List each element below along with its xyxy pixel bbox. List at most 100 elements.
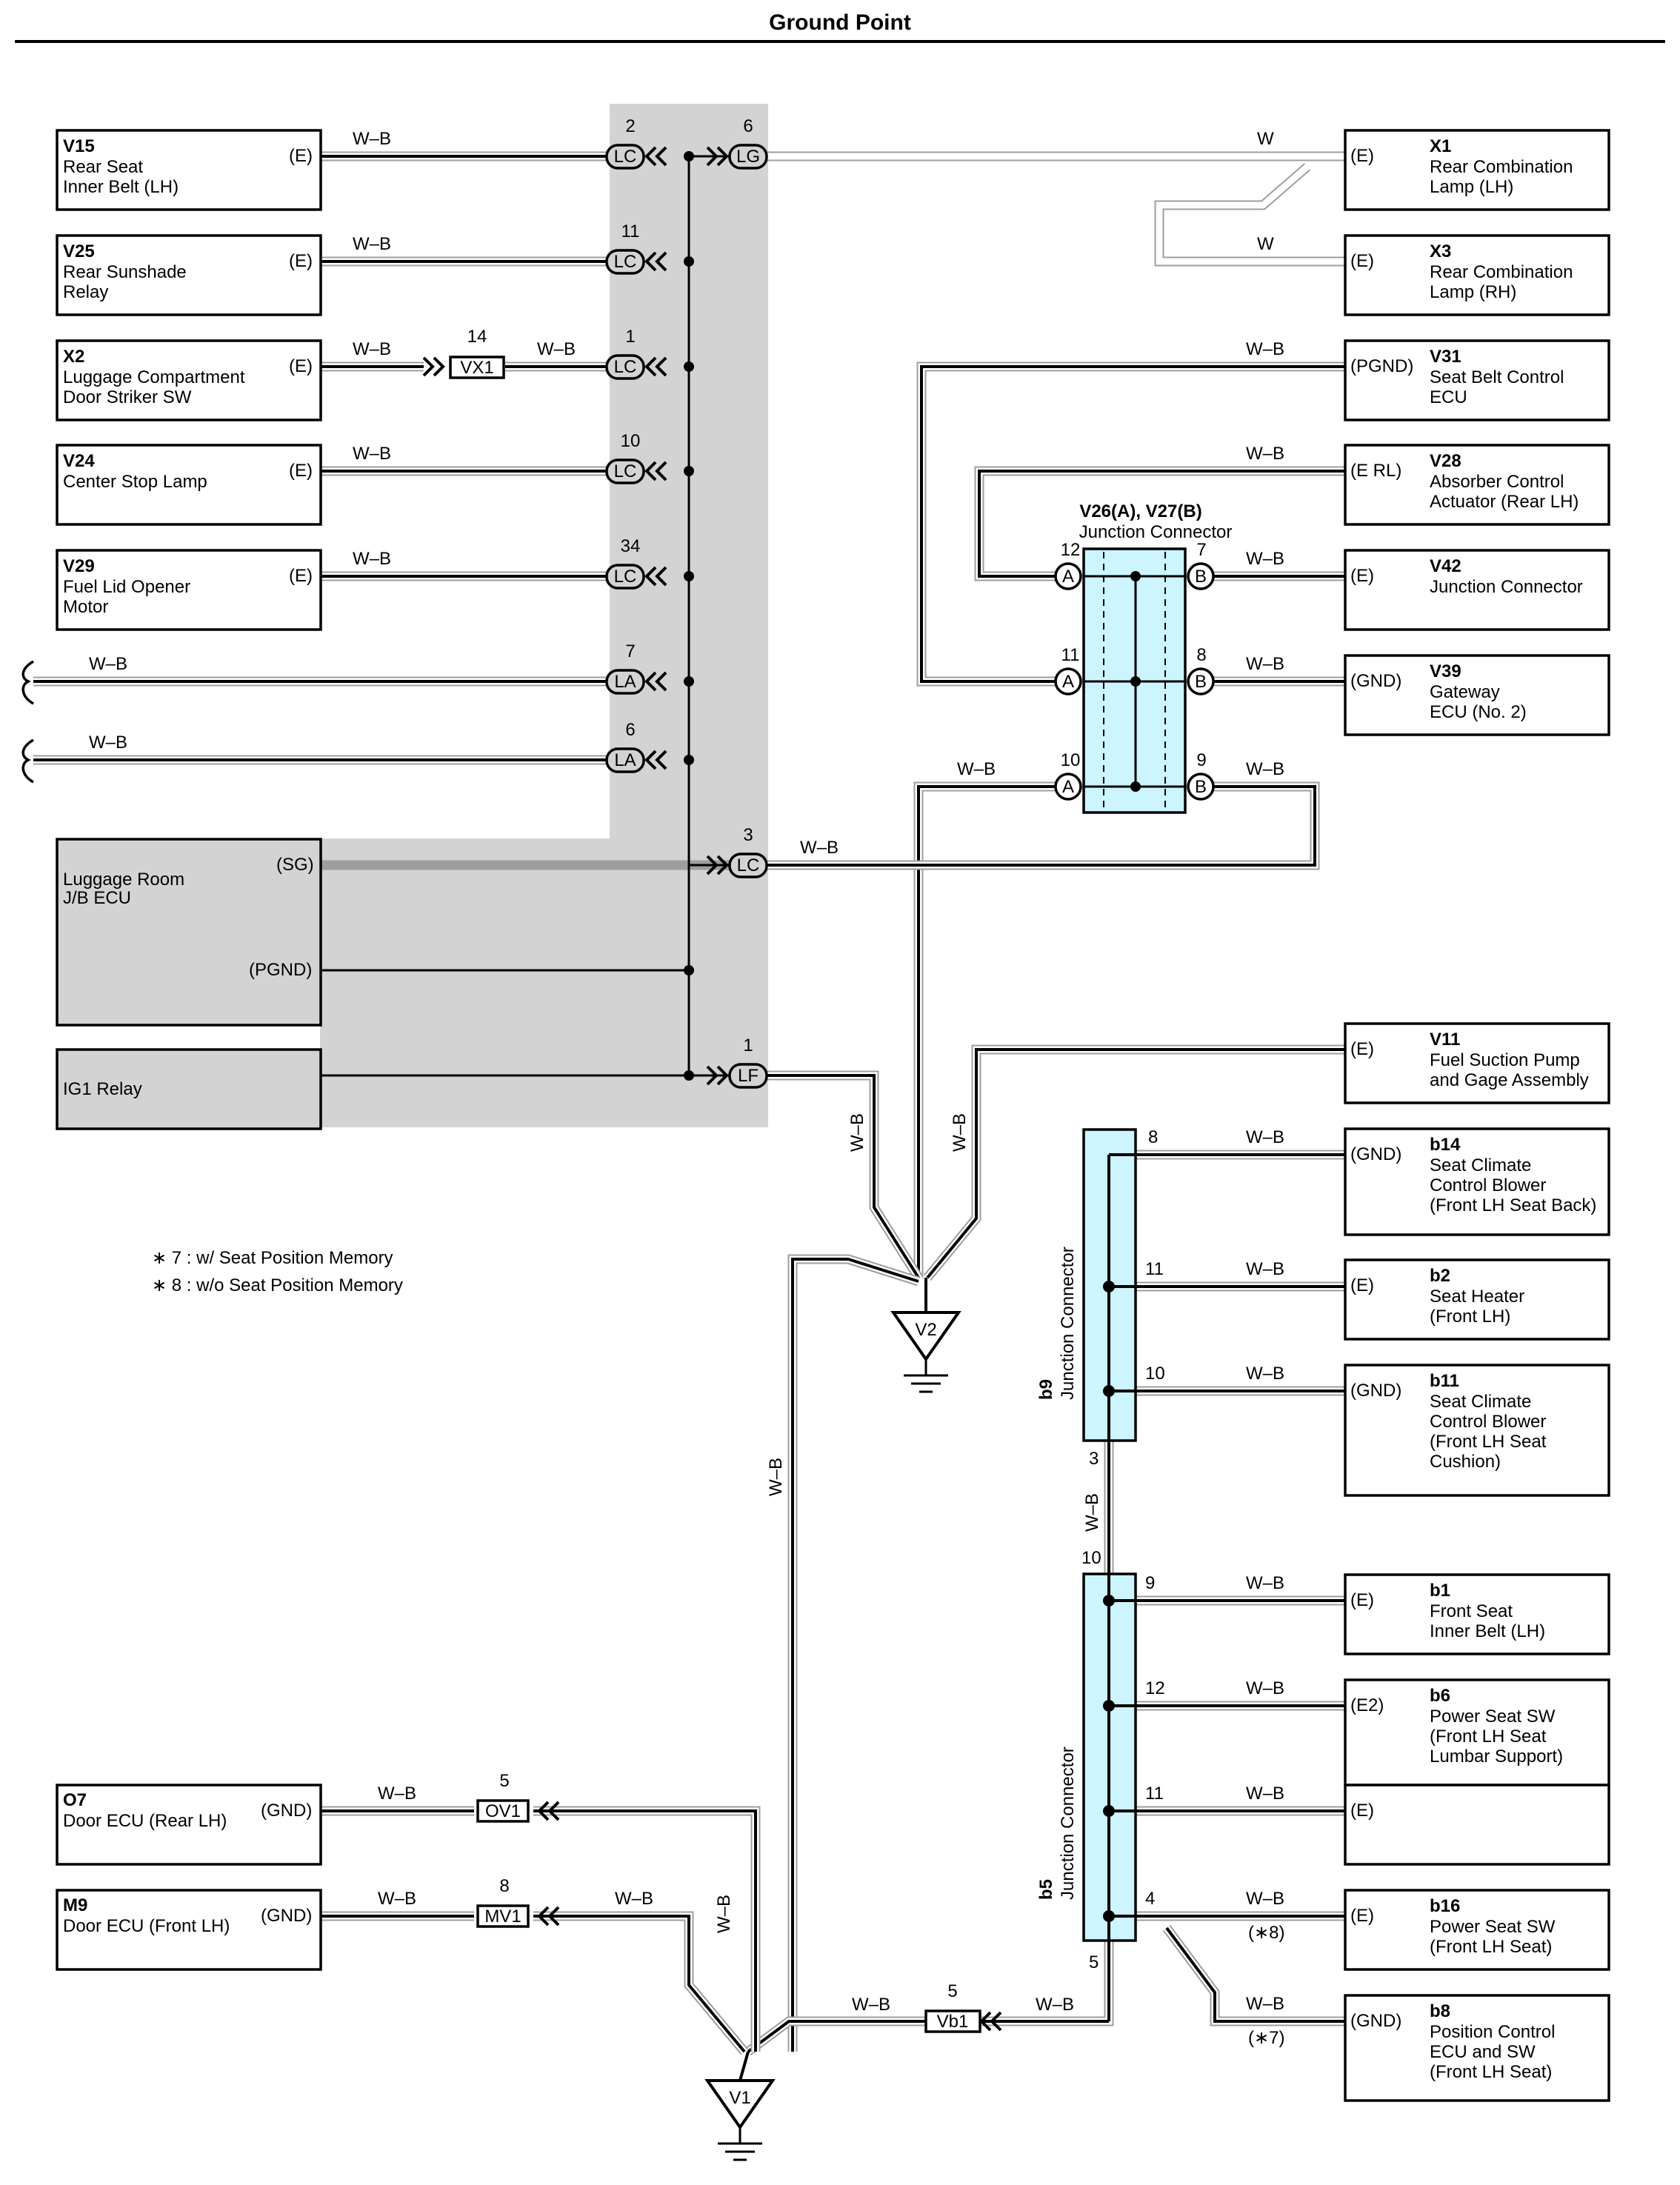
connector-lc-34: LC 34 [605,536,667,590]
component-name: Actuator (Rear LH) [1430,492,1579,512]
svg-text:W–B: W–B [1246,1994,1284,2014]
component-code: X2 [63,347,84,367]
component-code: b14 [1430,1135,1461,1155]
left-component-v24: V24 Center Stop Lamp (E) [56,444,322,526]
svg-text:W–B: W–B [353,234,391,254]
component-code: V15 [63,136,95,156]
svg-text:W–B: W–B [1246,549,1284,569]
component-name: (Front LH Seat) [1430,2062,1552,2082]
wire-color-labels-vertical: W–B W–B W–B W–B W–B [714,1113,1102,1933]
component-name: Seat Climate [1430,1155,1531,1175]
terminal-label: (E) [1350,566,1374,586]
terminal-label: (E2) [1350,1695,1384,1715]
component-name: ECU and SW [1430,2042,1536,2062]
component-name: Power Seat SW [1430,1707,1556,1727]
component-name: (Front LH) [1430,1307,1510,1327]
terminal-label: (E) [1350,1275,1374,1295]
svg-text:14: 14 [467,327,487,347]
svg-text:9: 9 [1196,750,1206,770]
svg-text:W–B: W–B [615,1889,653,1909]
luggage-jb-region [320,104,768,1127]
svg-text:W–B: W–B [1246,1573,1284,1593]
svg-text:10: 10 [621,431,641,451]
svg-text:W–B: W–B [378,1889,416,1909]
svg-text:7: 7 [625,641,635,661]
terminal-label: (E) [289,566,313,586]
terminal-label: (E) [1350,146,1374,166]
component-code: b1 [1430,1581,1450,1601]
component-name: Control Blower [1430,1412,1546,1432]
junction-title: V26(A), V27(B) [1079,501,1201,521]
svg-text:11: 11 [1145,1259,1164,1279]
svg-text:W–B: W–B [1246,1784,1284,1804]
component-name: Luggage Compartment [63,367,245,387]
svg-text:LC: LC [614,567,637,587]
svg-text:3: 3 [743,825,753,845]
junction-code: b9 [1036,1379,1056,1400]
terminal-label: (E) [289,356,313,376]
svg-text:MV1: MV1 [484,1907,521,1927]
junction-connector-b9: Junction Connector b9 8 11 10 3 [1036,1127,1165,1469]
component-code: V29 [63,556,95,576]
svg-text:W–B: W–B [950,1113,970,1152]
component-code: X3 [1430,241,1451,261]
svg-text:VX1: VX1 [460,358,493,378]
connector-la-7: LA 7 [605,641,667,695]
svg-text:W–B: W–B [1082,1493,1102,1532]
svg-text:3: 3 [1089,1449,1099,1469]
connector-lc-1: LC 1 [605,327,667,380]
svg-text:LC: LC [614,147,637,167]
component-name: ECU [1430,387,1467,407]
svg-text:1: 1 [625,327,635,347]
bus-splice-dots [684,151,694,1081]
svg-text:W–B: W–B [957,759,996,779]
component-name: Seat Climate [1430,1392,1531,1412]
component-name: Door Striker SW [63,387,192,407]
svg-text:LG: LG [736,147,760,167]
terminal-label: (GND) [261,1801,312,1821]
left-component-v15: V15 Rear Seat Inner Belt (LH) (E) [56,129,322,211]
component-name: Cushion) [1430,1452,1501,1472]
svg-text:10: 10 [1061,750,1081,770]
svg-text:7: 7 [1196,540,1206,560]
junction-connector-v26-v27: V26(A), V27(B) Junction Connector [1079,501,1233,814]
svg-text:W–B: W–B [800,838,839,858]
door-ecu-rear-lh: O7 Door ECU (Rear LH) (GND) [56,1784,322,1866]
component-code: V31 [1430,347,1461,367]
terminal-label: (E) [289,461,313,481]
terminal-label: (PGND) [249,960,312,980]
wire-color-labels-right: W W W–B W–B W–B W–B W–B W–B W–B W–B W–B … [957,129,1284,2048]
left-component-x2: X2 Luggage Compartment Door Striker SW (… [56,339,322,421]
connector-lc-10: LC 10 [605,431,667,484]
svg-text:W–B: W–B [852,1995,890,2015]
component-name: Motor [63,597,108,617]
junction-subtitle: Junction Connector [1079,522,1233,542]
note-line: ∗ 8 : w/o Seat Position Memory [152,1275,403,1295]
connector-lg-6: LG 6 [706,116,768,170]
connector-ov1: OV1 5 [476,1771,560,1823]
terminal-label: (E) [1350,1801,1374,1821]
right-component-b6-e: (E) [1344,1784,1610,1866]
terminal-label: (GND) [261,1906,312,1926]
notes: ∗ 7 : w/ Seat Position Memory ∗ 8 : w/o … [152,1248,403,1295]
junction-name: Junction Connector [1058,1247,1078,1400]
junction-v26-pins: A B A B A B 12 7 11 8 10 9 [1054,540,1215,801]
wire-color-labels-left: W–B W–B W–B W–B W–B W–B W–B W–B W–B W–B … [89,129,1074,2015]
connector-la-6: LA 6 [605,720,667,773]
svg-text:W–B: W–B [1246,1364,1284,1384]
component-code: V28 [1430,451,1461,471]
svg-text:5: 5 [1089,1952,1099,1972]
svg-text:LC: LC [614,357,637,377]
svg-text:W–B: W–B [537,339,576,359]
junction-code: b5 [1036,1879,1056,1900]
component-name: Rear Combination [1430,262,1573,282]
svg-text:W–B: W–B [1246,1678,1284,1698]
